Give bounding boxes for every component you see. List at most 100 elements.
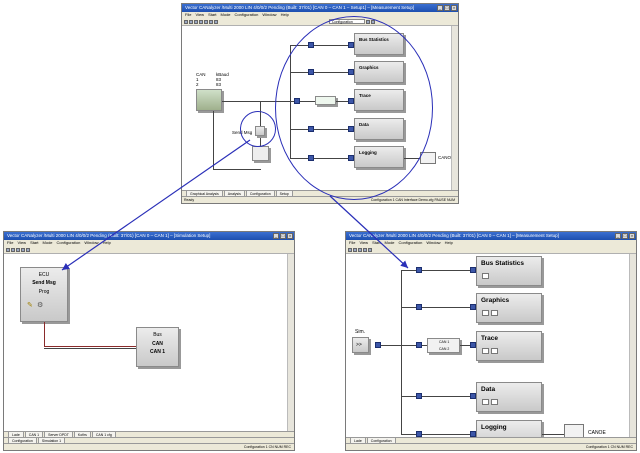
bus-title: Bus: [153, 332, 162, 338]
right-menu-view[interactable]: View: [359, 240, 369, 245]
right-statusbar: Configuration 1 CN NUM REC: [346, 443, 636, 450]
r-link-1: [422, 270, 472, 271]
r-port-in-1[interactable]: [470, 267, 476, 273]
port-sim[interactable]: [375, 342, 381, 348]
r-data-icon-2: [491, 399, 498, 405]
r-canoe-label: CANOE: [588, 430, 606, 436]
pencil-icon[interactable]: ✎: [27, 302, 33, 309]
right-stop-icon[interactable]: [368, 247, 372, 252]
open-icon[interactable]: [189, 19, 193, 24]
left-menu-start[interactable]: Start: [30, 240, 39, 245]
right-menu-file[interactable]: File: [349, 240, 356, 245]
left-menu-help[interactable]: Help: [102, 240, 111, 245]
stop-icon[interactable]: [209, 19, 213, 24]
left-stop-icon[interactable]: [26, 247, 30, 252]
left-menu-file[interactable]: File: [7, 240, 14, 245]
right-menu-configuration[interactable]: Configuration: [398, 240, 423, 245]
r-port-in-5[interactable]: [470, 431, 476, 437]
maximize-button[interactable]: □: [444, 5, 450, 11]
bus-block[interactable]: Bus CAN CAN 1: [136, 327, 179, 367]
r-block-trace[interactable]: Trace: [476, 331, 542, 361]
menu-configuration[interactable]: Configuration: [234, 12, 259, 17]
main-feedback-line: [213, 111, 214, 169]
r-branch-vertical: [401, 270, 402, 434]
left-maximize-button[interactable]: □: [280, 233, 286, 239]
r-filter-block[interactable]: CAN 1 CAN 2: [427, 338, 460, 353]
left-start-icon[interactable]: [21, 247, 25, 252]
start-icon[interactable]: [204, 19, 208, 24]
right-menu-help[interactable]: Help: [444, 240, 453, 245]
ecu-block[interactable]: ECU Send Msg Prog ✎ ⚙: [20, 267, 68, 322]
bus-line2: CAN 1: [149, 349, 165, 355]
left-new-icon[interactable]: [6, 247, 10, 252]
r-port-1[interactable]: [416, 267, 422, 273]
r-block-data-label: Data: [481, 386, 496, 393]
canoe-icon[interactable]: [420, 152, 436, 164]
right-start-icon[interactable]: [363, 247, 367, 252]
left-menu-configuration[interactable]: Configuration: [56, 240, 81, 245]
left-open-icon[interactable]: [11, 247, 15, 252]
r-port-in-2[interactable]: [470, 304, 476, 310]
left-close-button[interactable]: ×: [287, 233, 293, 239]
right-toolbar: [346, 246, 636, 254]
right-menu-window[interactable]: Window: [426, 240, 441, 245]
pause-icon[interactable]: [214, 19, 218, 24]
left-minimize-button[interactable]: _: [273, 233, 279, 239]
baud-val-1: 83: [216, 77, 222, 82]
r-bus-stats-icon: [482, 273, 489, 279]
right-canvas: Sim. >> CAN 1 CAN 2 Bus Statistics Graph…: [346, 254, 636, 450]
right-close-button[interactable]: ×: [629, 233, 635, 239]
right-minimize-button[interactable]: _: [615, 233, 621, 239]
right-new-icon[interactable]: [348, 247, 352, 252]
sim-button[interactable]: >>: [352, 337, 369, 353]
can-id-2: 2: [196, 82, 199, 87]
new-icon[interactable]: [184, 19, 188, 24]
left-vscroll[interactable]: [287, 254, 294, 437]
close-button[interactable]: ×: [451, 5, 457, 11]
r-port-2[interactable]: [416, 304, 422, 310]
r-port-in-3[interactable]: [470, 342, 476, 348]
ecu-bus-wire-3: [44, 348, 136, 349]
r-port-4[interactable]: [416, 393, 422, 399]
r-filter-can2: CAN 2: [439, 347, 450, 351]
r-graphics-icon-2: [491, 310, 498, 316]
save-icon[interactable]: [194, 19, 198, 24]
r-port-5[interactable]: [416, 431, 422, 437]
left-menu-window[interactable]: Window: [84, 240, 99, 245]
left-menu-view[interactable]: View: [17, 240, 27, 245]
r-port-in-4[interactable]: [470, 393, 476, 399]
right-open-icon[interactable]: [353, 247, 357, 252]
right-window: Vector CANalyzer /Multi 2000 LIN 4/0/0/2…: [345, 231, 637, 451]
right-maximize-button[interactable]: □: [622, 233, 628, 239]
r-block-graphics[interactable]: Graphics: [476, 293, 542, 323]
hardware-card-icon[interactable]: [196, 89, 222, 111]
main-status-right: Configuration 1 CAN Interface Demo.cfg P…: [370, 198, 455, 202]
menu-help[interactable]: Help: [280, 12, 289, 17]
right-titlebar: Vector CANalyzer /Multi 2000 LIN 4/0/0/2…: [346, 232, 636, 240]
r-block-bus-statistics[interactable]: Bus Statistics: [476, 256, 542, 286]
sendmsg-block[interactable]: [252, 146, 269, 161]
right-menu-start[interactable]: Start: [372, 240, 381, 245]
r-block-data[interactable]: Data: [476, 382, 542, 412]
r-trace-icon: [482, 348, 489, 354]
left-menu-mode[interactable]: Mode: [42, 240, 53, 245]
left-canvas: ECU Send Msg Prog ✎ ⚙ Bus CAN CAN 1: [4, 254, 294, 437]
menu-start[interactable]: Start: [208, 12, 217, 17]
right-vscroll[interactable]: [629, 254, 636, 437]
can-label: CAN: [196, 72, 206, 77]
main-vscroll[interactable]: [451, 26, 458, 190]
bus-line1: CAN: [152, 341, 163, 347]
menu-mode[interactable]: Mode: [220, 12, 231, 17]
r-graphics-icon: [482, 310, 489, 316]
menu-window[interactable]: Window: [262, 12, 277, 17]
r-port-3[interactable]: [416, 342, 422, 348]
minimize-button[interactable]: _: [437, 5, 443, 11]
right-save-icon[interactable]: [358, 247, 362, 252]
menu-file[interactable]: File: [185, 12, 192, 17]
gear-icon[interactable]: ⚙: [37, 302, 44, 309]
left-save-icon[interactable]: [16, 247, 20, 252]
menu-view[interactable]: View: [195, 12, 205, 17]
print-icon[interactable]: [199, 19, 203, 24]
right-menu-mode[interactable]: Mode: [384, 240, 395, 245]
